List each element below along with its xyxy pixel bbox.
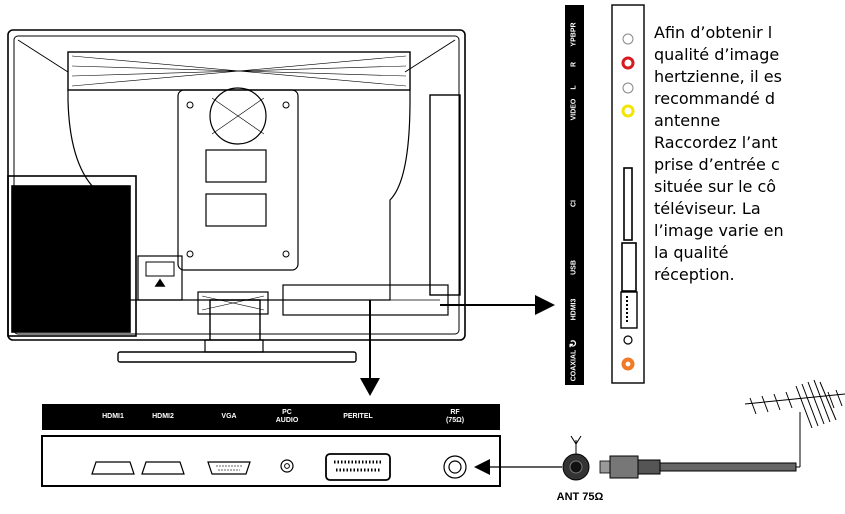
description-text: Afin d’obtenir l qualité d’image hertzie… bbox=[654, 22, 844, 286]
jack-ypbpr bbox=[622, 33, 634, 45]
hdmi1-port bbox=[91, 461, 135, 475]
coax-plug bbox=[609, 455, 639, 479]
label-rf-impedance: (75Ω) bbox=[445, 417, 465, 424]
label-vga: VGA bbox=[221, 413, 237, 420]
antenna bbox=[744, 379, 845, 429]
description-line: Afin d’obtenir l bbox=[654, 23, 773, 42]
peritel-port bbox=[325, 453, 391, 481]
label-ci: CI bbox=[570, 200, 578, 207]
side-panel-label-strip bbox=[565, 5, 584, 385]
label-usb: USB bbox=[570, 260, 578, 275]
usb-port bbox=[621, 242, 637, 292]
speaker-grille bbox=[209, 87, 267, 145]
side-panel-frame bbox=[611, 4, 645, 384]
description-line: antenne bbox=[654, 111, 721, 130]
tv-inner-frame bbox=[13, 35, 460, 335]
description-line: l’image varie en bbox=[654, 221, 784, 240]
description-line: prise d’entrée c bbox=[654, 155, 780, 174]
jack-audio-l bbox=[622, 82, 634, 94]
tv-back bbox=[7, 29, 466, 363]
rf-jack bbox=[443, 455, 467, 479]
jack-video bbox=[621, 104, 635, 118]
left-panel-block bbox=[11, 185, 131, 333]
coaxial-arrow-icon: ↻ bbox=[568, 339, 580, 348]
bottom-panel-frame bbox=[41, 435, 501, 487]
vent-hatch bbox=[71, 55, 407, 311]
vga-port bbox=[207, 461, 251, 475]
antenna-cable bbox=[474, 412, 801, 481]
stand-base bbox=[117, 351, 357, 363]
description-line: recommandé d bbox=[654, 89, 776, 108]
hdmi2-port bbox=[141, 461, 185, 475]
arrow-to-side-panel bbox=[440, 295, 555, 315]
description-line: Raccordez l’ant bbox=[654, 133, 778, 152]
description-line: hertzienne, il es bbox=[654, 67, 782, 86]
description-line: qualité d’image bbox=[654, 45, 780, 64]
jack-audio-r bbox=[621, 56, 635, 70]
description-line: la qualité bbox=[654, 243, 729, 262]
label-hdmi3: HDMI3 bbox=[570, 298, 578, 321]
coaxial-jack bbox=[623, 335, 633, 345]
bottom-panel-label-strip bbox=[42, 404, 500, 430]
ant-label: ANT 75Ω bbox=[556, 491, 604, 503]
description-line: réception. bbox=[654, 265, 735, 284]
side-panel bbox=[611, 4, 645, 384]
pc-audio-jack bbox=[280, 459, 294, 473]
description-line: téléviseur. La bbox=[654, 199, 761, 218]
label-hdmi2: HDMI2 bbox=[152, 413, 174, 420]
label-peritel: PERITEL bbox=[343, 413, 373, 420]
ci-slot bbox=[623, 167, 633, 241]
label-hdmi1: HDMI1 bbox=[102, 413, 124, 420]
label-video: VIDEO bbox=[570, 98, 578, 121]
hdmi3-port bbox=[620, 291, 638, 329]
arrow-to-bottom-panel bbox=[360, 300, 380, 396]
label-pc: PC bbox=[282, 409, 292, 416]
coax-cable bbox=[659, 462, 797, 472]
vesa-plate bbox=[177, 89, 299, 271]
bottom-panel bbox=[41, 435, 501, 487]
rf-arrow bbox=[474, 459, 490, 475]
label-audio: AUDIO bbox=[275, 417, 299, 424]
power-socket bbox=[137, 255, 183, 301]
label-rf: RF bbox=[450, 409, 460, 416]
description-line: située sur le cô bbox=[654, 177, 777, 196]
